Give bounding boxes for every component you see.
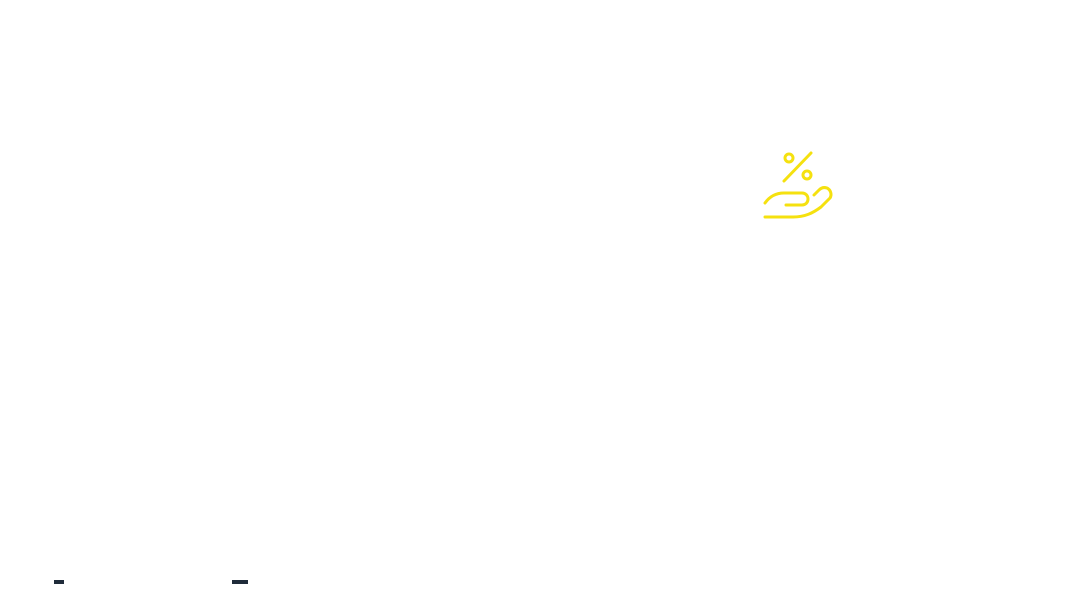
bottom-strip xyxy=(0,580,1072,603)
text-fragment xyxy=(54,580,64,584)
discount-hand-icon xyxy=(758,146,838,226)
text-fragment xyxy=(232,580,248,584)
